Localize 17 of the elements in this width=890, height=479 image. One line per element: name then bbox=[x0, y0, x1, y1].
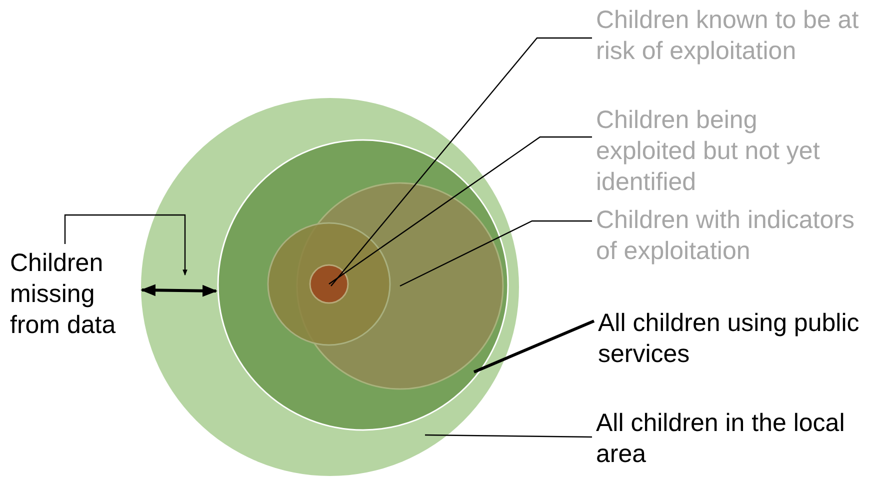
callout-label: Children missing from data bbox=[10, 248, 140, 341]
leader-line bbox=[425, 434, 592, 438]
leader-line bbox=[400, 220, 592, 287]
leader-line bbox=[64, 214, 188, 276]
leader-line bbox=[473, 320, 595, 374]
callout-label: Children with indicators of exploitation bbox=[596, 205, 864, 267]
leader-line bbox=[330, 37, 592, 286]
callout-label: Children known to be at risk of exploitation bbox=[596, 5, 886, 67]
leader-line bbox=[328, 136, 592, 284]
callout-label: All children using public services bbox=[598, 308, 876, 370]
callout-label: All children in the local area bbox=[596, 408, 871, 470]
circle bbox=[217, 139, 509, 431]
circle bbox=[267, 222, 391, 346]
callout-label: Children being exploited but not yet identified bbox=[596, 105, 858, 198]
circle bbox=[309, 264, 349, 304]
circle bbox=[140, 97, 520, 477]
double-arrow bbox=[140, 284, 218, 297]
